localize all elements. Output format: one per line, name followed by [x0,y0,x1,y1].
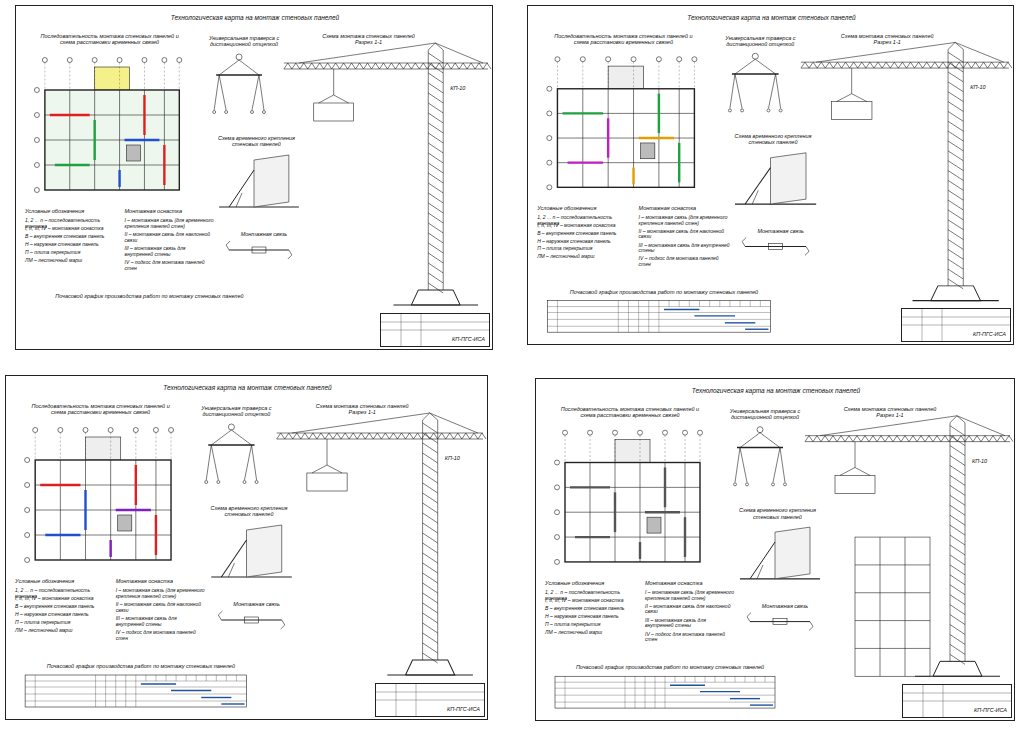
legend-heading: Условные обозначения [15,578,111,584]
legend-line: В – внутренняя стеновая панель [25,234,120,240]
drawing-code: КП-ПГС-ИСА [447,706,480,712]
title-block: КП-ПГС-ИСА [902,684,1012,718]
legend-line: Н – наружная стеновая панель [15,612,111,618]
equipment-line: IV – подкос для монтажа панелей стен [639,256,730,268]
legend-line: I, II, III, IV – монтажная оснастка [545,598,640,604]
legend-line: Н – наружная стеновая панель [25,242,120,248]
legend-line: I, II, III, IV – монтажная оснастка [25,226,120,232]
title-block: КП-ПГС-ИСА [375,683,485,717]
sheet-illustration [547,42,1012,332]
section-heading: Схема временного крепления стеновых пане… [201,505,297,518]
section-heading: Последовательность монтажа стеновых пане… [547,33,699,46]
legend-line: П – плита перекрытия [25,250,120,256]
equipment-line: I – монтажная связь (для временного креп… [639,215,730,227]
legend-line: I, II, III, IV – монтажная оснастка [537,223,633,229]
equipment-line: IV – подкос для монтажа панелей стен [116,630,207,642]
section-heading: Монтажная связь [745,228,816,234]
drawing-code: КП-ПГС-ИСА [973,331,1006,337]
legend-heading: Монтажная оснастка [116,578,207,584]
equipment-line: I – монтажная связь (для временного креп… [125,218,215,230]
sheet-illustration [25,413,486,707]
legend-line: ЛМ – лестничный марш [15,628,111,634]
legend-heading: Условные обозначения [25,208,120,214]
legend-line: П – плита перекрытия [537,246,633,252]
section-heading: Схема временного крепления стеновых пане… [725,133,821,146]
legend-line: Н – наружная стеновая панель [537,239,633,245]
section-heading: Монтажная связь [229,231,299,237]
title-block: КП-ПГС-ИСА [380,313,490,347]
drawing-code: КП-ПГС-ИСА [974,707,1007,713]
sheet-illustration [34,43,491,305]
section-heading: Последовательность монтажа стеновых пане… [555,406,705,419]
sheet-title: Технологическая карта на монтаж стеновых… [171,14,339,21]
legend-line: Н – наружная стеновая панель [545,614,640,620]
drawing-code: КП-ПГС-ИСА [452,336,485,342]
sheet-title: Технологическая карта на монтаж стеновых… [163,384,331,391]
section-heading: Схема монтажа стеновых панелей Разрез 1-… [307,403,418,416]
legend-line: В – внутренняя стеновая панель [15,604,111,610]
section-heading: Почасовой график производства работ по м… [40,293,259,299]
section-heading: Монтажная связь [750,603,820,609]
sheet-illustration [555,416,1014,708]
legend-line: П – плита перекрытия [15,620,111,626]
section-heading: Почасовой график производства работ по м… [552,289,775,295]
equipment-line: III – монтажная связь для внутренней сте… [125,246,215,258]
sheet-title: Технологическая карта на монтаж стеновых… [687,14,855,21]
equipment-line: II – монтажная связь для наклонной связи [645,604,735,616]
equipment-line: IV – подкос для монтажа панелей стен [125,260,215,272]
section-heading: Почасовой график производства работ по м… [560,664,780,670]
equipment-line: II – монтажная связь для наклонной связи [639,229,730,241]
title-block: КП-ПГС-ИСА [901,308,1011,342]
section-heading: Универсальная траверса с дистанционной о… [199,35,289,48]
section-heading: Универсальная траверса с дистанционной о… [191,405,282,418]
equipment-line: I – монтажная связь (для временного креп… [645,590,735,602]
legend-heading: Монтажная оснастка [639,205,730,211]
section-heading: Схема монтажа стеновых панелей Разрез 1-… [831,33,943,46]
legend-line: В – внутренняя стеновая панель [537,231,633,237]
section-heading: Монтажная связь [221,601,291,607]
section-heading: Схема временного крепления стеновых пане… [209,135,304,148]
section-heading: Последовательность монтажа стеновых пане… [35,33,184,46]
section-heading: Схема монтажа стеновых панелей Разрез 1-… [314,33,424,46]
equipment-line: III – монтажная связь для внутренней сте… [116,616,207,628]
legend-heading: Монтажная оснастка [125,208,215,214]
section-heading: Почасовой график производства работ по м… [30,663,251,669]
legend-line: П – плита перекрытия [545,622,640,628]
crane-mark: КП-10 [972,458,1002,464]
section-heading: Универсальная траверса с дистанционной о… [720,408,810,421]
crane-mark: КП-10 [445,455,475,461]
equipment-line: I – монтажная связь (для временного креп… [116,588,207,600]
legend-line: В – внутренняя стеновая панель [545,606,640,612]
crane-mark: КП-10 [970,84,1000,90]
equipment-line: III – монтажная связь для внутренней сте… [639,243,730,255]
equipment-line: IV – подкос для монтажа панелей стен [645,632,735,644]
section-heading: Схема временного крепления стеновых пане… [730,507,825,520]
equipment-line: II – монтажная связь для наклонной связи [116,602,207,614]
section-heading: Последовательность монтажа стеновых пане… [25,403,176,416]
legend-line: ЛМ – лестничный марш [25,258,120,264]
equipment-line: II – монтажная связь для наклонной связи [125,232,215,244]
legend-line: ЛМ – лестничный марш [545,630,640,636]
legend-heading: Условные обозначения [537,205,633,211]
crane-mark: КП-10 [450,85,480,91]
section-heading: Схема монтажа стеновых панелей Разрез 1-… [835,406,945,419]
legend-heading: Монтажная оснастка [645,580,735,586]
legend-heading: Условные обозначения [545,580,640,586]
equipment-line: III – монтажная связь для внутренней сте… [645,618,735,630]
sheet-title: Технологическая карта на монтаж стеновых… [692,387,860,394]
legend-line: I, II, III, IV – монтажная оснастка [15,596,111,602]
section-heading: Универсальная траверса с дистанционной о… [715,35,806,48]
legend-line: ЛМ – лестничный марш [537,254,633,260]
